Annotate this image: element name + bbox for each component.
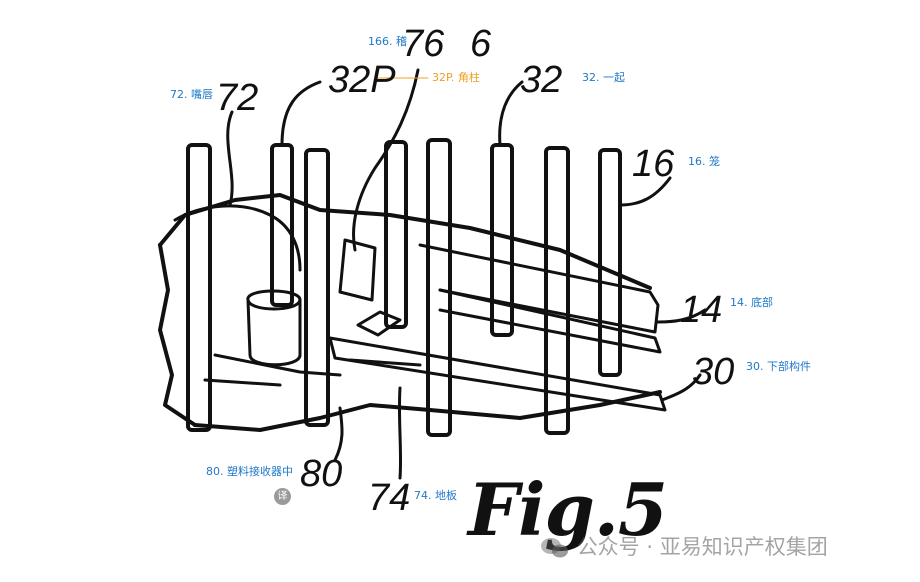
numeral-6: 6 xyxy=(470,23,492,65)
receiver-80 xyxy=(246,289,302,367)
numeral-32: 32 xyxy=(520,59,562,101)
lip-72 xyxy=(173,204,302,272)
translate-button[interactable]: 译 xyxy=(274,488,291,505)
annotation-72: 72. 嘴唇 xyxy=(170,88,213,101)
bar xyxy=(426,138,452,437)
numeral-72: 72 xyxy=(216,77,258,119)
numeral-76: 76 xyxy=(402,23,445,65)
bar xyxy=(186,143,212,432)
numeral-74: 74 xyxy=(368,477,410,519)
annotation-74: 74. 地板 xyxy=(414,489,457,502)
numeral-30: 30 xyxy=(692,351,734,393)
corner-post-32p-block xyxy=(338,238,377,302)
watermark-text: 公众号 · 亚易知识产权集团 xyxy=(576,535,828,559)
numeral-32p: 32P xyxy=(328,59,396,101)
watermark: 公众号 · 亚易知识产权集团 xyxy=(540,534,828,560)
annotation-32: 32. 一起 xyxy=(582,71,625,84)
numeral-16: 16 xyxy=(632,143,675,185)
annotation-80: 80. 塑料接收器中 xyxy=(206,465,293,478)
platform-left-edge xyxy=(158,243,197,427)
bar xyxy=(304,148,330,427)
bar xyxy=(384,140,408,329)
base-rail-14 xyxy=(418,243,660,334)
figure-title: Fig.5 xyxy=(468,467,668,552)
floor-74 xyxy=(203,353,422,387)
annotation-30: 30. 下部构件 xyxy=(746,360,811,373)
numeral-14: 14 xyxy=(680,289,722,331)
bar xyxy=(598,148,622,377)
wechat-icon xyxy=(541,538,568,558)
annotation-14: 14. 底部 xyxy=(730,296,773,309)
annotation-166: 166. 稽 xyxy=(368,35,407,48)
annotation-16: 16. 笼 xyxy=(688,155,720,168)
numeral-80: 80 xyxy=(300,453,342,495)
bar xyxy=(490,143,514,337)
lower-member-30 xyxy=(328,336,667,412)
annotation-32p: 32P. 角柱 xyxy=(432,71,480,84)
bar xyxy=(544,146,570,435)
